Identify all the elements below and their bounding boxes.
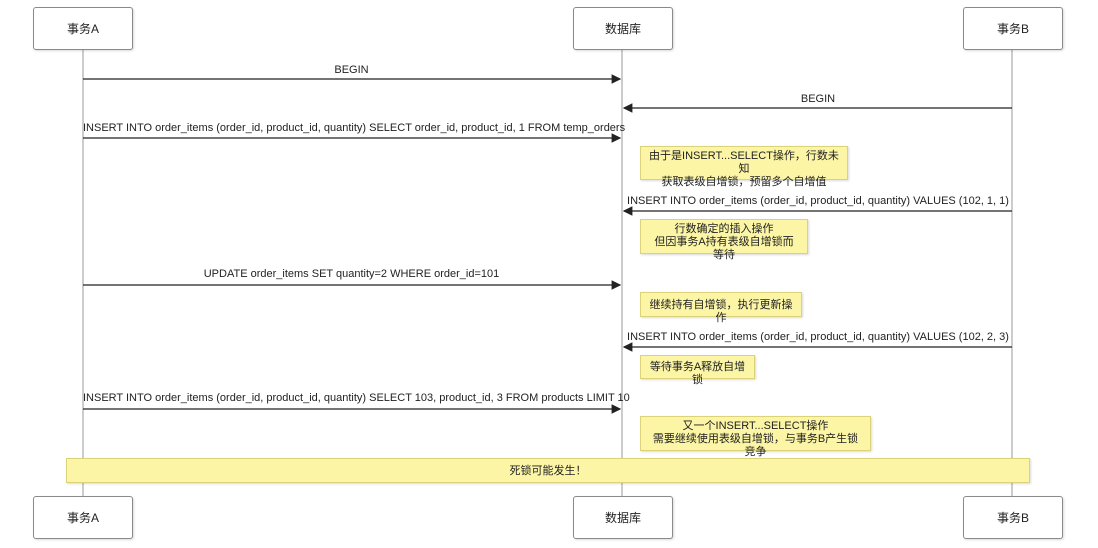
participant-a-top: 事务A [33, 7, 133, 50]
participant-a-bottom: 事务A [33, 496, 133, 539]
participant-b-bottom: 事务B [963, 496, 1063, 539]
message-label: INSERT INTO order_items (order_id, produ… [83, 122, 626, 134]
note: 继续持有自增锁，执行更新操作 [640, 292, 802, 324]
note: 等待事务A释放自增锁 [640, 355, 755, 386]
note: 又一个INSERT...SELECT操作需要继续使用表级自增锁，与事务B产生锁竞… [640, 416, 871, 458]
note: 由于是INSERT...SELECT操作，行数未知获取表级自增锁，预留多个自增值 [640, 146, 848, 188]
note-line: 由于是INSERT...SELECT操作，行数未知 [649, 150, 839, 175]
message-label: INSERT INTO order_items (order_id, produ… [627, 331, 1009, 343]
final-note: 死锁可能发生！ [66, 458, 1030, 483]
participant-db-bottom: 数据库 [573, 496, 673, 539]
note-line: 等待事务A释放自增锁 [649, 361, 746, 386]
note-line: 继续持有自增锁，执行更新操作 [649, 299, 793, 324]
message-label: INSERT INTO order_items (order_id, produ… [627, 195, 1009, 207]
note-line: 获取表级自增锁，预留多个自增值 [661, 176, 827, 188]
note-line: 需要继续使用表级自增锁，与事务B产生锁竞争 [652, 433, 859, 458]
note-line: 行数确定的插入操作 [674, 223, 774, 235]
message-label: BEGIN [334, 64, 369, 76]
note-line: 但因事务A持有表级自增锁而等待 [654, 236, 794, 261]
note-line: 又一个INSERT...SELECT操作 [682, 420, 829, 432]
message-label: UPDATE order_items SET quantity=2 WHERE … [203, 268, 500, 280]
participant-db-top: 数据库 [573, 7, 673, 50]
message-label: BEGIN [800, 93, 836, 105]
note-line: 死锁可能发生！ [509, 465, 587, 477]
message-label: INSERT INTO order_items (order_id, produ… [83, 392, 630, 404]
participant-b-top: 事务B [963, 7, 1063, 50]
note: 行数确定的插入操作但因事务A持有表级自增锁而等待 [640, 219, 808, 261]
